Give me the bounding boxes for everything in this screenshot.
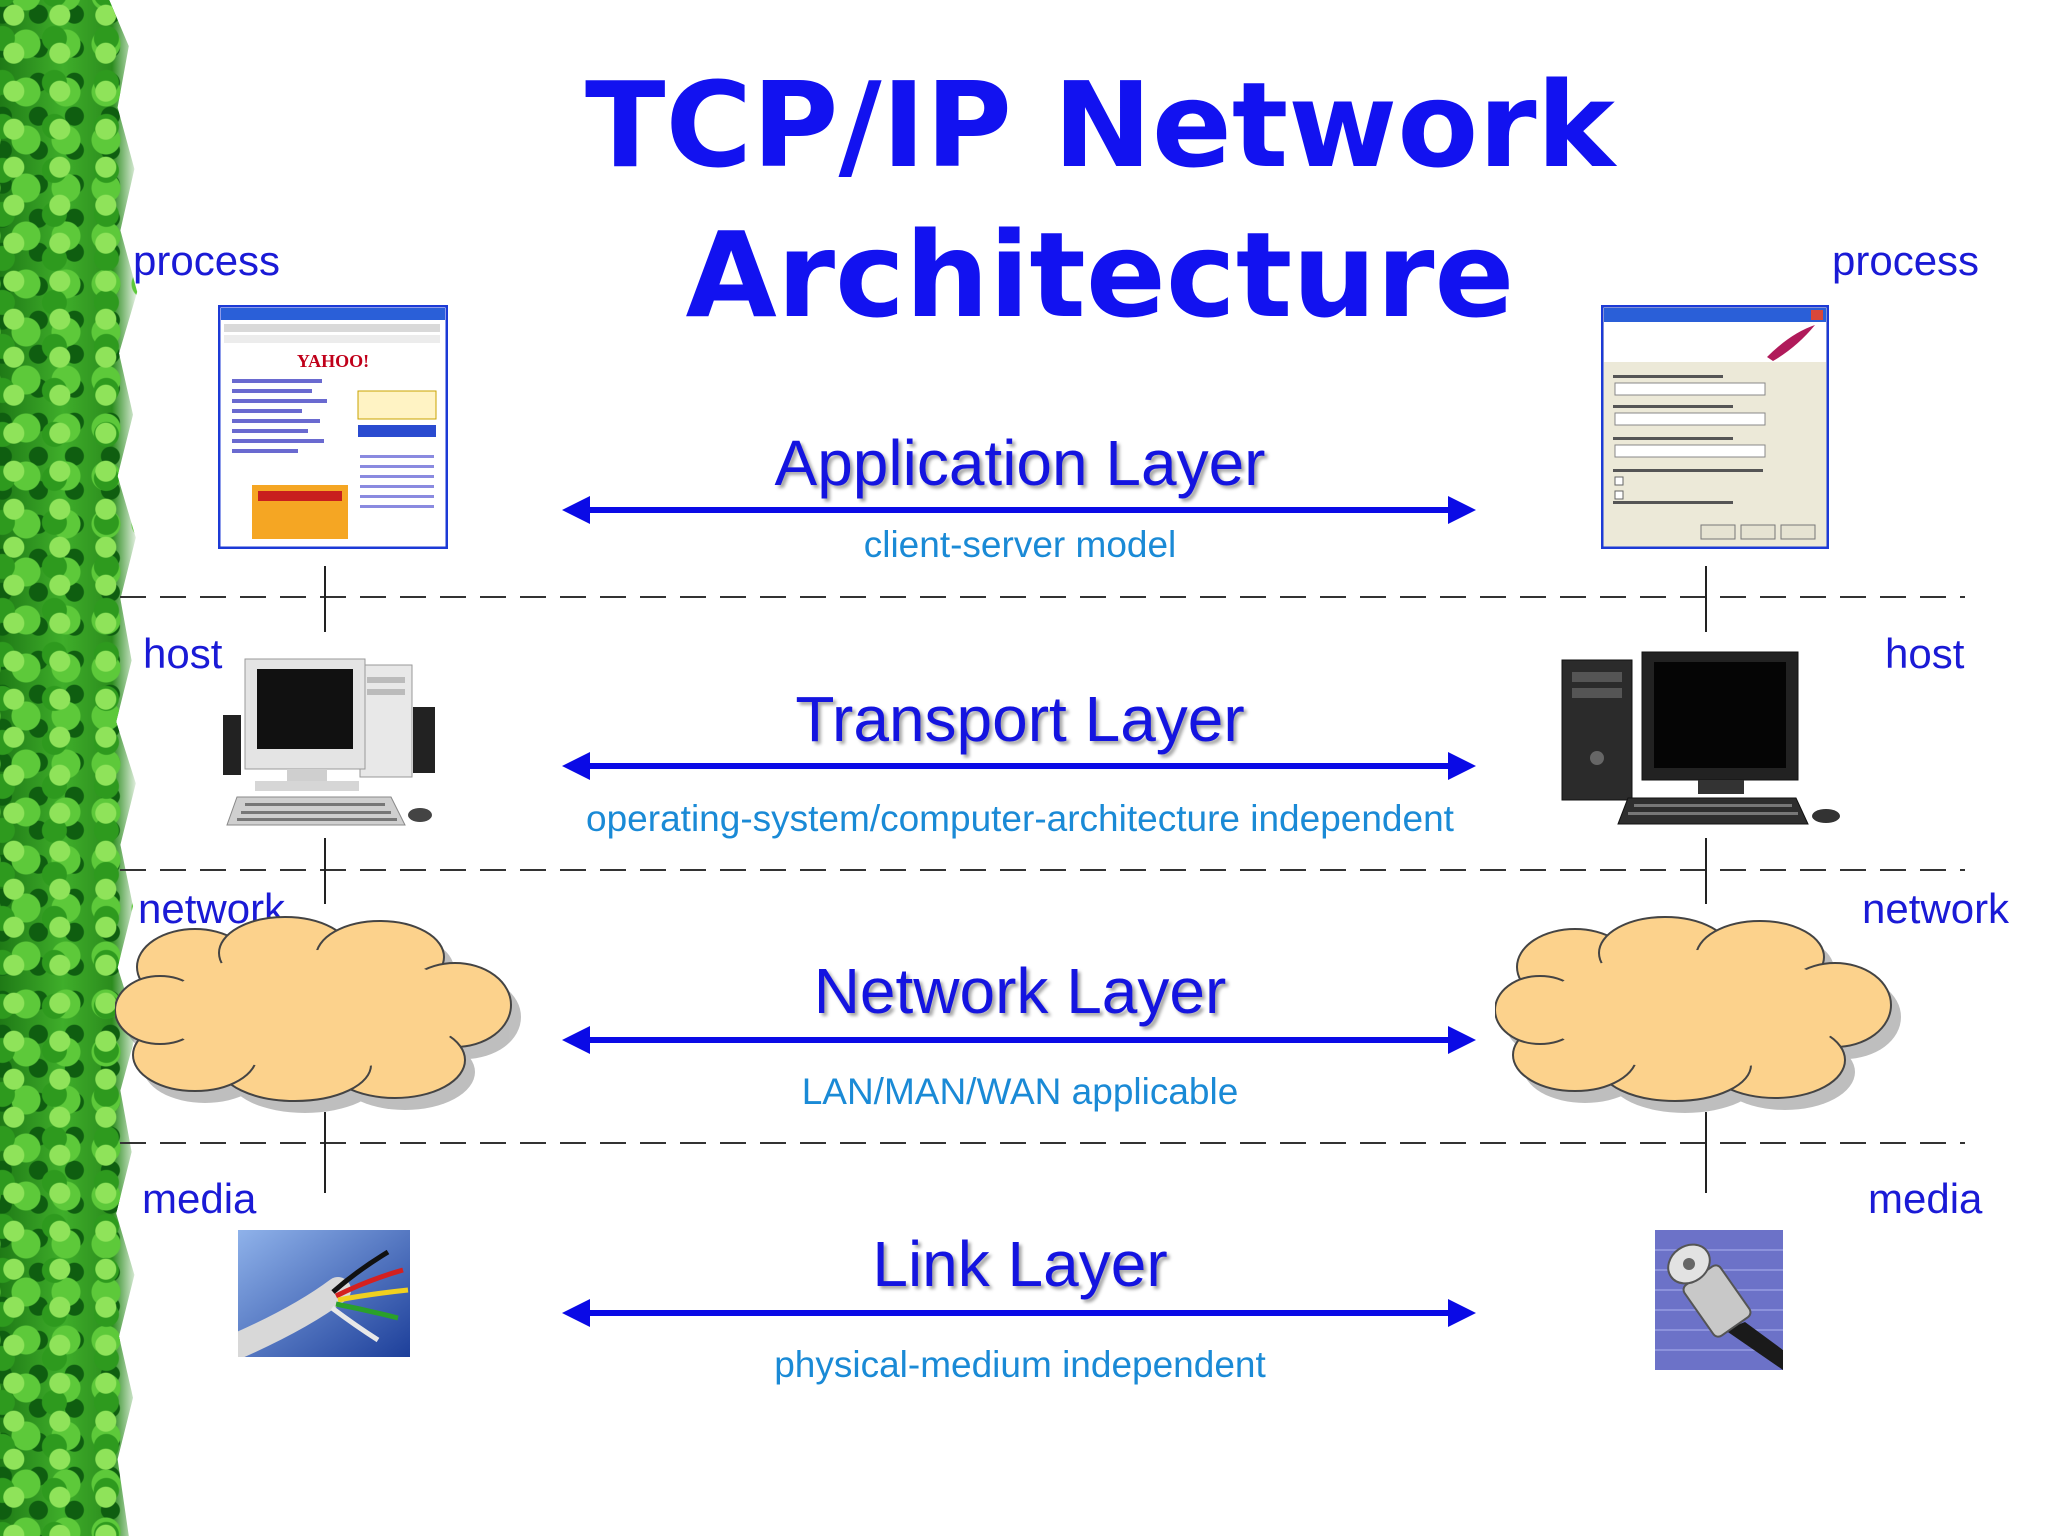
cloud-icon <box>115 916 521 1113</box>
layer-name-transport: Transport Layer <box>795 683 1245 755</box>
left-label-process: process <box>133 237 281 284</box>
double-arrow-icon <box>562 1299 1476 1327</box>
left-label-media: media <box>142 1175 257 1222</box>
right-label-host: host <box>1885 630 1965 677</box>
browser-logo-text: YAHOO! <box>297 351 369 371</box>
right-label-media: media <box>1868 1175 1983 1222</box>
double-arrow-icon <box>562 752 1476 780</box>
double-arrow-icon <box>562 496 1476 524</box>
layer-description-transport: operating-system/computer-architecture i… <box>586 798 1454 839</box>
leafy-border-decoration <box>0 0 138 1536</box>
page-title: TCP/IP Network Architecture <box>584 56 1616 344</box>
right-label-network: network <box>1862 885 2010 932</box>
layer-name-application: Application Layer <box>774 427 1266 499</box>
left-label-host: host <box>143 630 223 677</box>
tower-computer-icon <box>1561 651 1840 825</box>
layer-description-link: physical-medium independent <box>774 1344 1266 1385</box>
layer-description-network: LAN/MAN/WAN applicable <box>801 1071 1239 1112</box>
double-arrow-icon <box>562 1026 1476 1054</box>
desktop-computer-icon <box>223 658 435 826</box>
dialog-window-screenshot-icon <box>1601 305 1829 549</box>
cloud-icon <box>1495 916 1901 1113</box>
layer-description-application: client-server model <box>863 524 1177 565</box>
connector-plug-icon <box>1655 1230 1783 1370</box>
web-browser-screenshot-icon: YAHOO! <box>218 305 448 549</box>
layer-name-link: Link Layer <box>872 1228 1168 1300</box>
feather-icon <box>1767 325 1815 361</box>
right-label-process: process <box>1832 237 1980 284</box>
layer-name-network: Network Layer <box>813 955 1227 1027</box>
cable-wires-icon <box>238 1230 410 1357</box>
